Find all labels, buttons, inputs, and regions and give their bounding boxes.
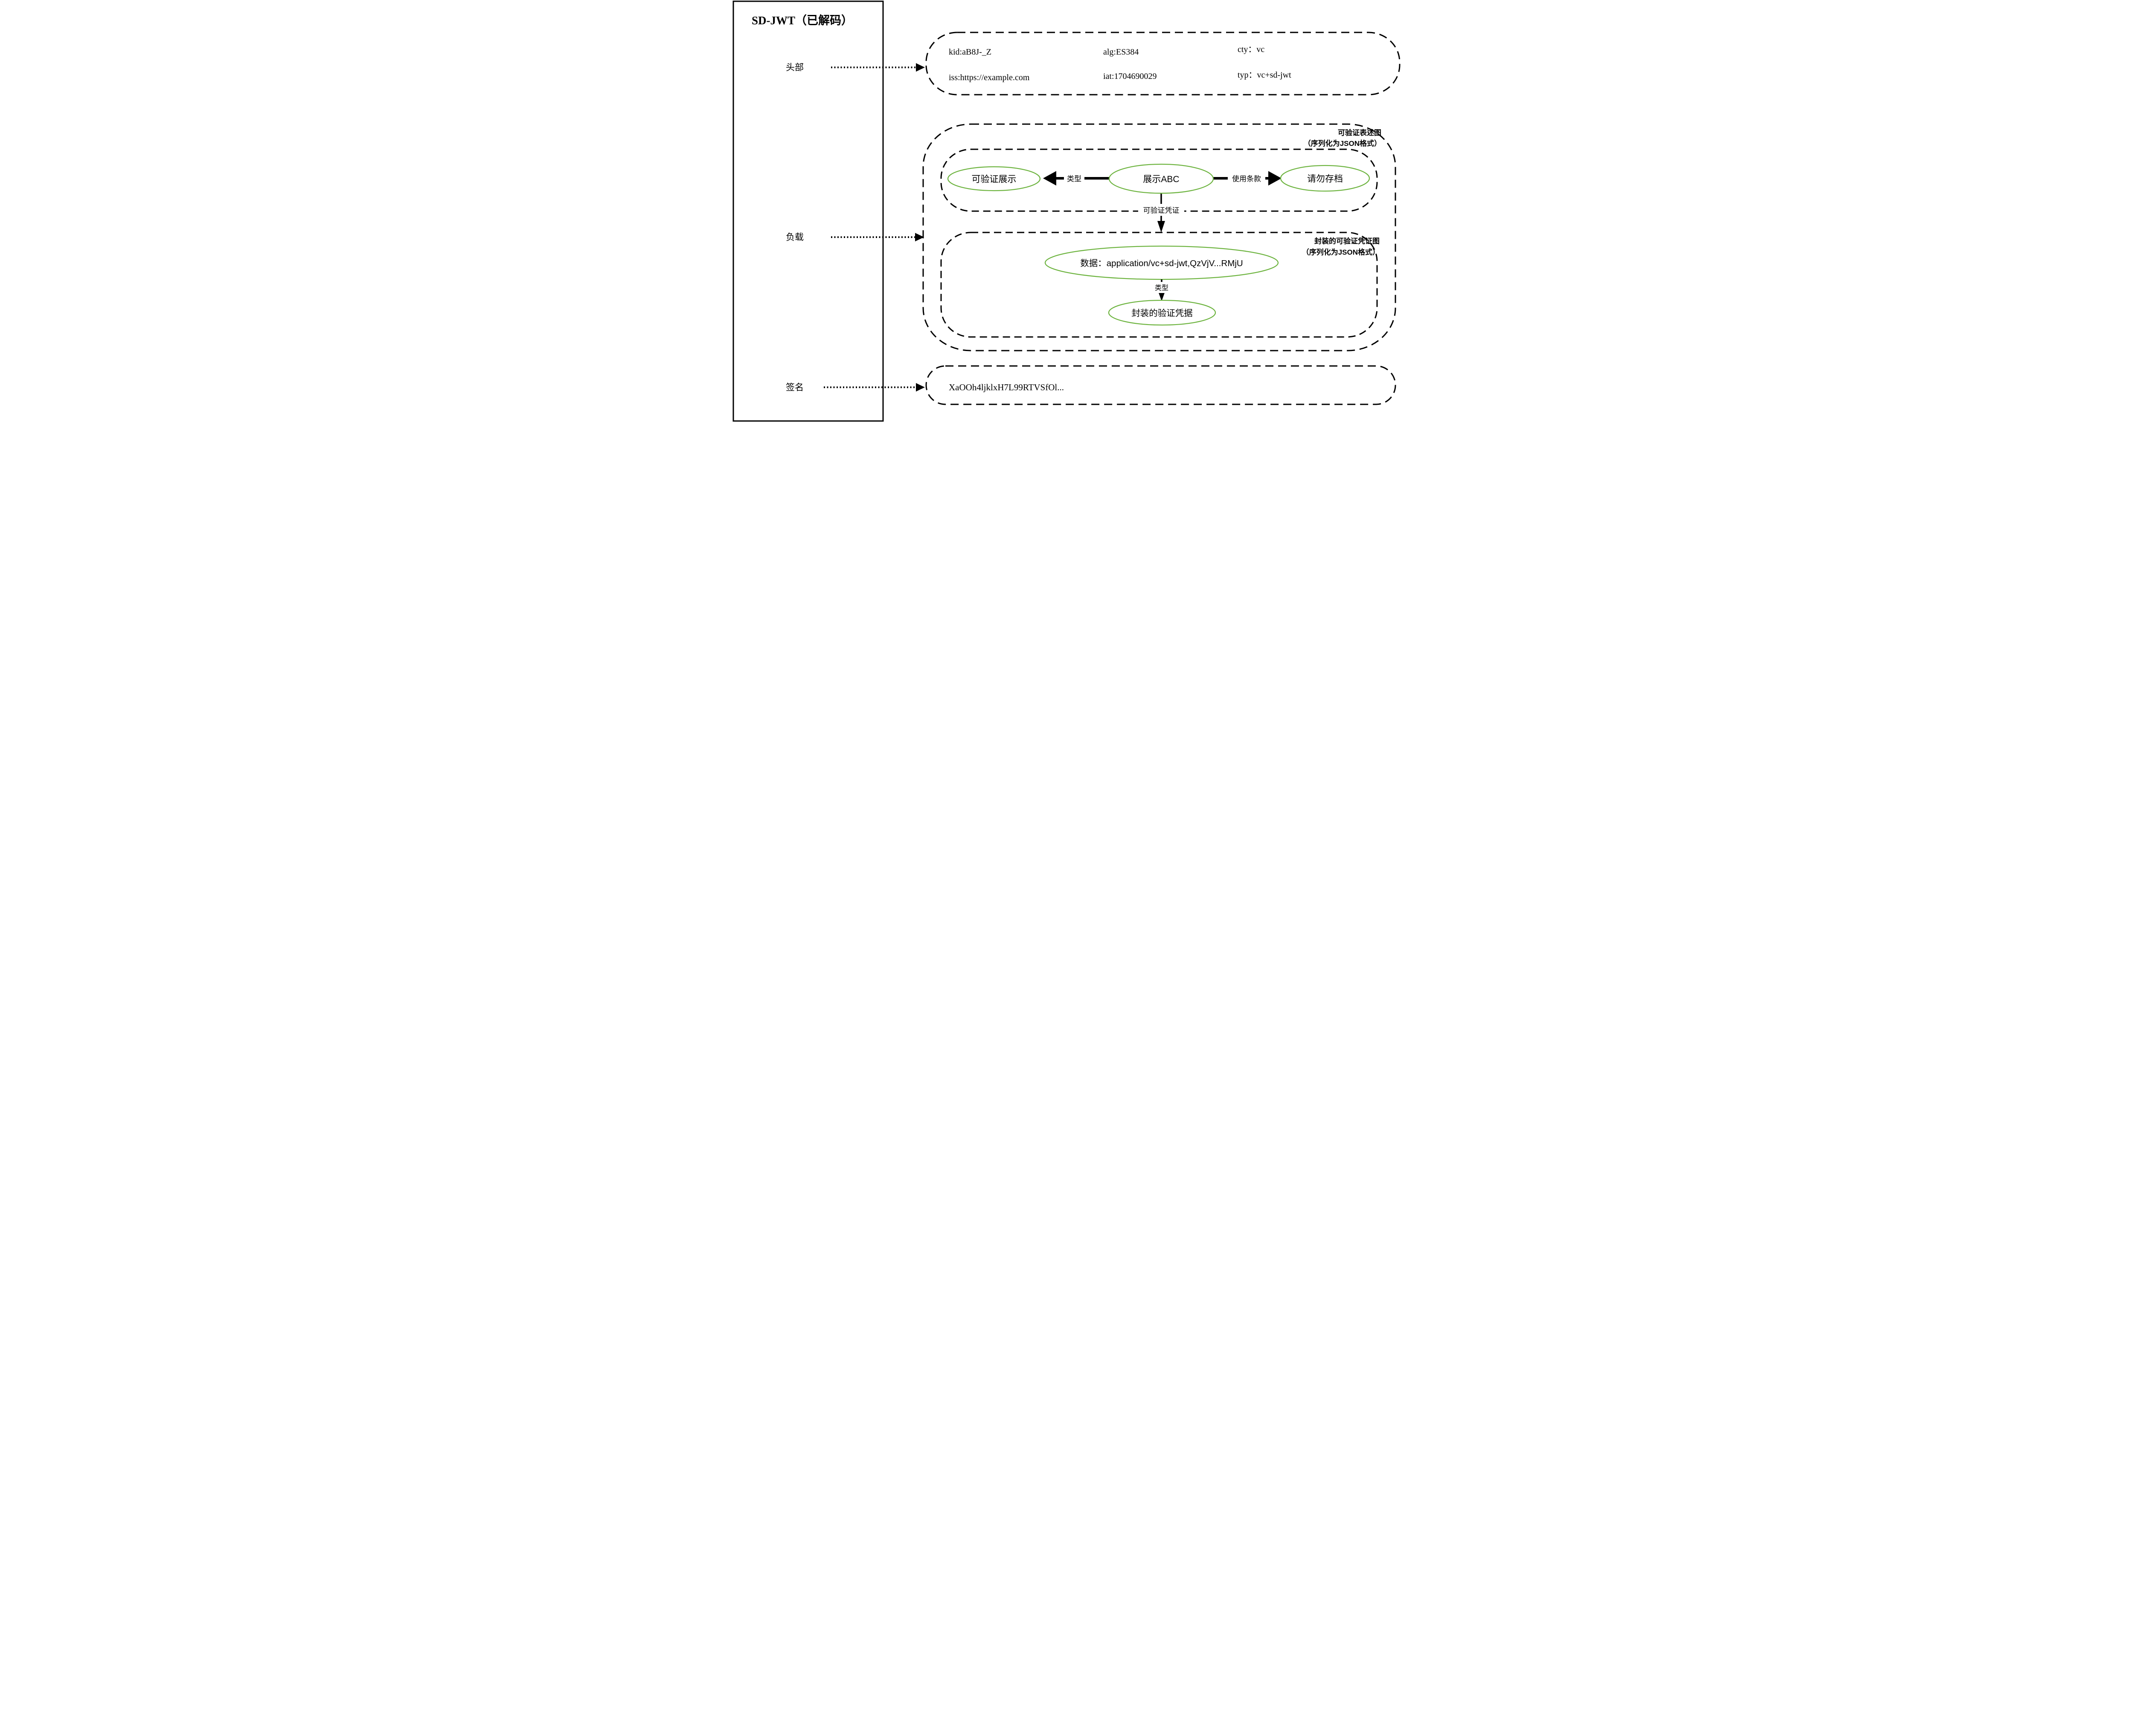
edge-label-bg [1152,282,1171,293]
evc-caption-line1: 封装的可验证凭证图 [1314,237,1380,245]
signature-box [925,365,1396,405]
node-presentation-abc [1108,163,1214,194]
label-payload: 负载 [786,232,804,242]
node-do-not-archive [1280,165,1370,192]
edge-label-terms: 使用条款 [1232,174,1261,183]
field-alg: alg:ES384 [1103,47,1139,57]
node-enveloped-credential-label: 封装的验证凭据 [1131,308,1193,318]
node-data-label: 数据：application/vc+sd-jwt,QzVjV...RMjU [1080,258,1243,268]
node-enveloped-credential [1108,299,1216,326]
arrow-payload-head-icon [915,233,924,241]
left-panel [732,0,884,422]
field-iat: iat:1704690029 [1103,72,1157,81]
field-iss: iss:https://example.com [949,73,1030,82]
header-box [925,32,1401,96]
node-verifiable-presentation-label: 可验证展示 [972,174,1017,184]
edge-label-bg [1138,204,1184,216]
payload-box [922,123,1396,351]
edge-label-type-down: 类型 [1155,284,1168,292]
field-typ: typ：vc+sd-jwt [1238,70,1291,80]
edge-type-down-head-icon [1158,290,1165,301]
sd-jwt-diagram: SD-JWT（已解码） 头部 负载 签名 kid:aB8J-_Z alg:ES3… [732,0,1401,422]
field-cty: cty：vc [1238,45,1264,54]
label-header: 头部 [786,63,804,73]
arrow-signature-head-icon [916,383,925,392]
page-title: SD-JWT（已解码） [752,14,853,27]
edge-type-left-head-icon [1043,171,1056,186]
edge-vc-head-icon [1157,221,1165,232]
edge-label-vc: 可验证凭证 [1143,206,1180,215]
edge-terms-head-icon [1268,171,1282,186]
arrow-header-head-icon [916,63,925,72]
node-presentation-abc-label: 展示ABC [1143,174,1179,184]
evc-caption-line2: （序列化为JSON格式） [1302,248,1380,256]
field-kid: kid:aB8J-_Z [949,47,991,57]
vp-caption-line2: （序列化为JSON格式） [1304,139,1381,148]
edge-label-bg [1064,171,1084,185]
edge-label-bg [1228,171,1265,185]
node-verifiable-presentation [947,166,1041,192]
vp-caption-line1: 可验证表述图 [1338,128,1381,137]
label-signature: 签名 [786,383,804,392]
signature-value: XaOOh4ljklxH7L99RTVSfOl... [949,382,1064,392]
edge-label-type-left: 类型 [1067,175,1081,183]
node-do-not-archive-label: 请勿存档 [1307,174,1343,184]
evc-graph-box [940,232,1378,338]
